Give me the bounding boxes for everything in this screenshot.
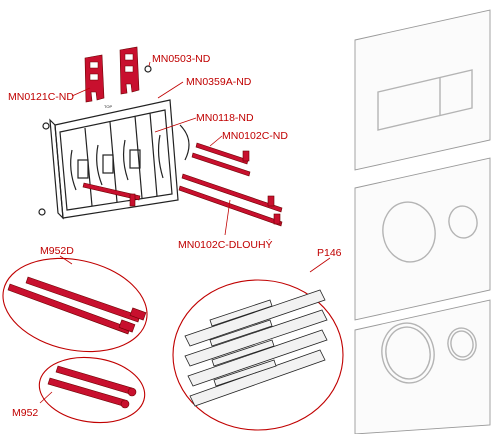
- template-card-1: [184, 289, 326, 347]
- label-p146: P146: [317, 247, 342, 259]
- template-card-3: [187, 329, 328, 387]
- svg-text:TOP: TOP: [104, 104, 112, 109]
- leader-lines: [39, 61, 331, 404]
- label-m952d: M952D: [40, 245, 74, 257]
- label-mn0102c-long: MN0102C-DLOUHÝ: [178, 238, 273, 251]
- template-card-2: [184, 309, 328, 367]
- part-mn0503-ring: [144, 65, 152, 73]
- flush-plate-round-2: [354, 299, 491, 434]
- part-mn0102c-long-rods: [178, 173, 283, 227]
- part-mn0121c-brackets: [84, 46, 140, 103]
- label-mn0102c: MN0102C-ND: [222, 130, 288, 142]
- group-p146: [172, 279, 344, 431]
- label-m952: M952: [12, 407, 38, 419]
- group-m952: [38, 356, 146, 424]
- part-mn0118-rod: [82, 182, 141, 207]
- flush-plate-round-1: [354, 157, 491, 321]
- label-mn0121c: MN0121C-ND: [8, 91, 74, 103]
- flush-plate-rectangular: [354, 9, 491, 171]
- label-mn0359a: MN0359A-ND: [186, 76, 252, 88]
- label-mn0118: MN0118-ND: [196, 112, 254, 124]
- template-card-4: [189, 349, 326, 407]
- mounting-frame: TOP: [38, 99, 190, 220]
- label-mn0503: MN0503-ND: [152, 53, 211, 65]
- part-mn0102c-rods: [191, 142, 251, 177]
- group-m952d: [2, 257, 148, 353]
